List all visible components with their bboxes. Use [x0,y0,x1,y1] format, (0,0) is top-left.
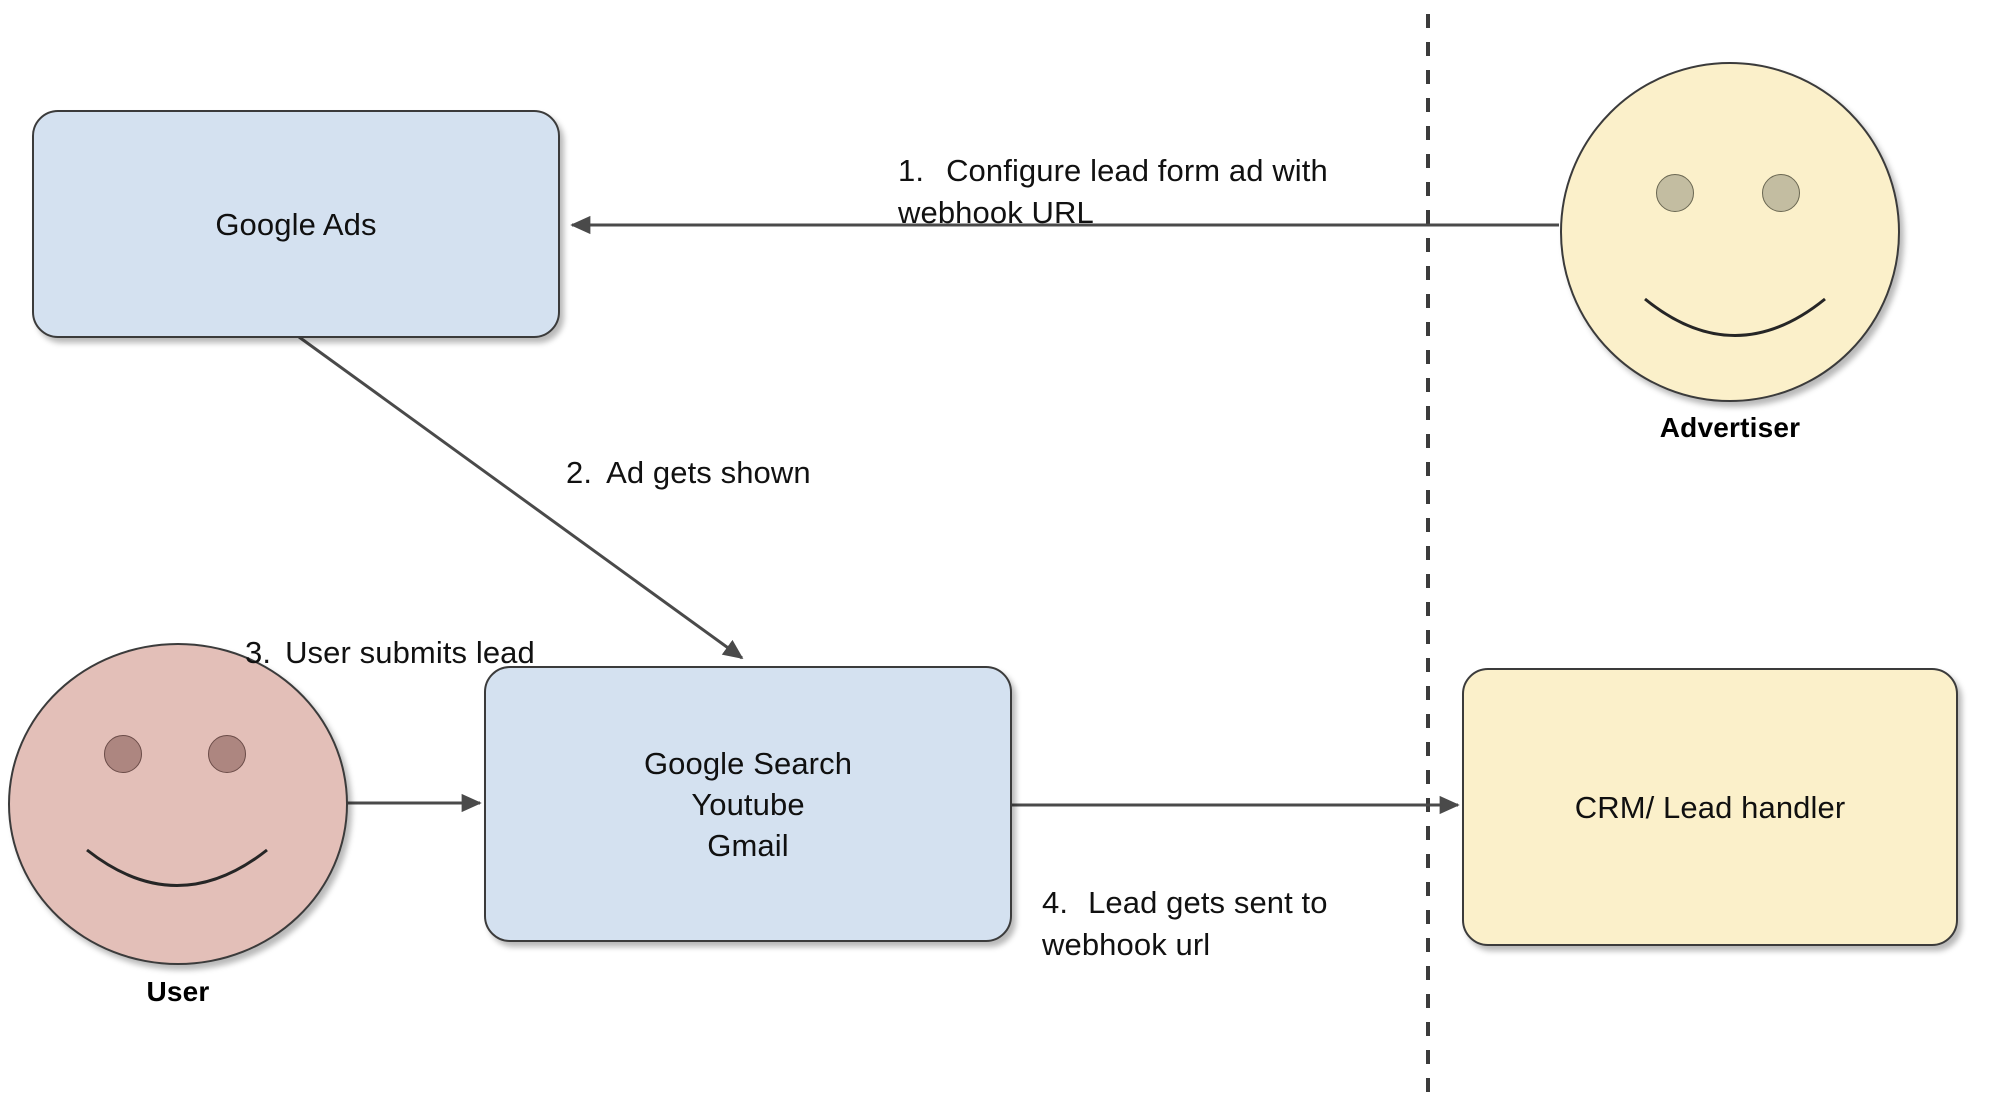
user-left-eye-icon [104,735,142,773]
advertiser-smile-icon [1644,297,1826,337]
edge-label-step-1-number: 1. [898,153,925,188]
node-google-properties-label: Google Search Youtube Gmail [643,745,853,863]
edge-label-step-2-number: 2. [566,455,593,490]
edge-label-step-4-text: Lead gets sent to webhook url [1042,885,1328,962]
edge-label-step-2-text: Ad gets shown [606,455,811,490]
user-smile-icon [86,848,268,887]
edge-label-step-4: 4.Lead gets sent to webhook url [1042,840,1402,966]
node-google-ads[interactable]: Google Ads [32,110,560,338]
node-google-properties[interactable]: Google Search Youtube Gmail [484,666,1012,942]
advertiser-right-eye-icon [1762,174,1800,212]
edge-label-step-3-text: User submits lead [285,635,535,670]
node-crm-lead-handler-label: CRM/ Lead handler [1574,789,1846,825]
edge-label-step-3-number: 3. [245,635,272,670]
node-advertiser-face[interactable] [1560,62,1900,402]
node-user-caption: User [146,976,210,1007]
node-advertiser-caption: Advertiser [1659,412,1801,443]
edge-label-step-2: 2. Ad gets shown [566,410,966,494]
edge-label-step-4-number: 4. [1042,885,1069,920]
edge-label-step-1: 1.Configure lead form ad with webhook UR… [898,108,1418,234]
edge-label-step-3: 3. User submits lead [245,590,645,674]
node-user-face[interactable] [8,643,348,965]
advertiser-left-eye-icon [1656,174,1694,212]
node-crm-lead-handler[interactable]: CRM/ Lead handler [1462,668,1958,946]
edge-label-step-1-text: Configure lead form ad with webhook URL [898,153,1328,230]
user-right-eye-icon [208,735,246,773]
node-google-ads-label: Google Ads [215,206,377,242]
